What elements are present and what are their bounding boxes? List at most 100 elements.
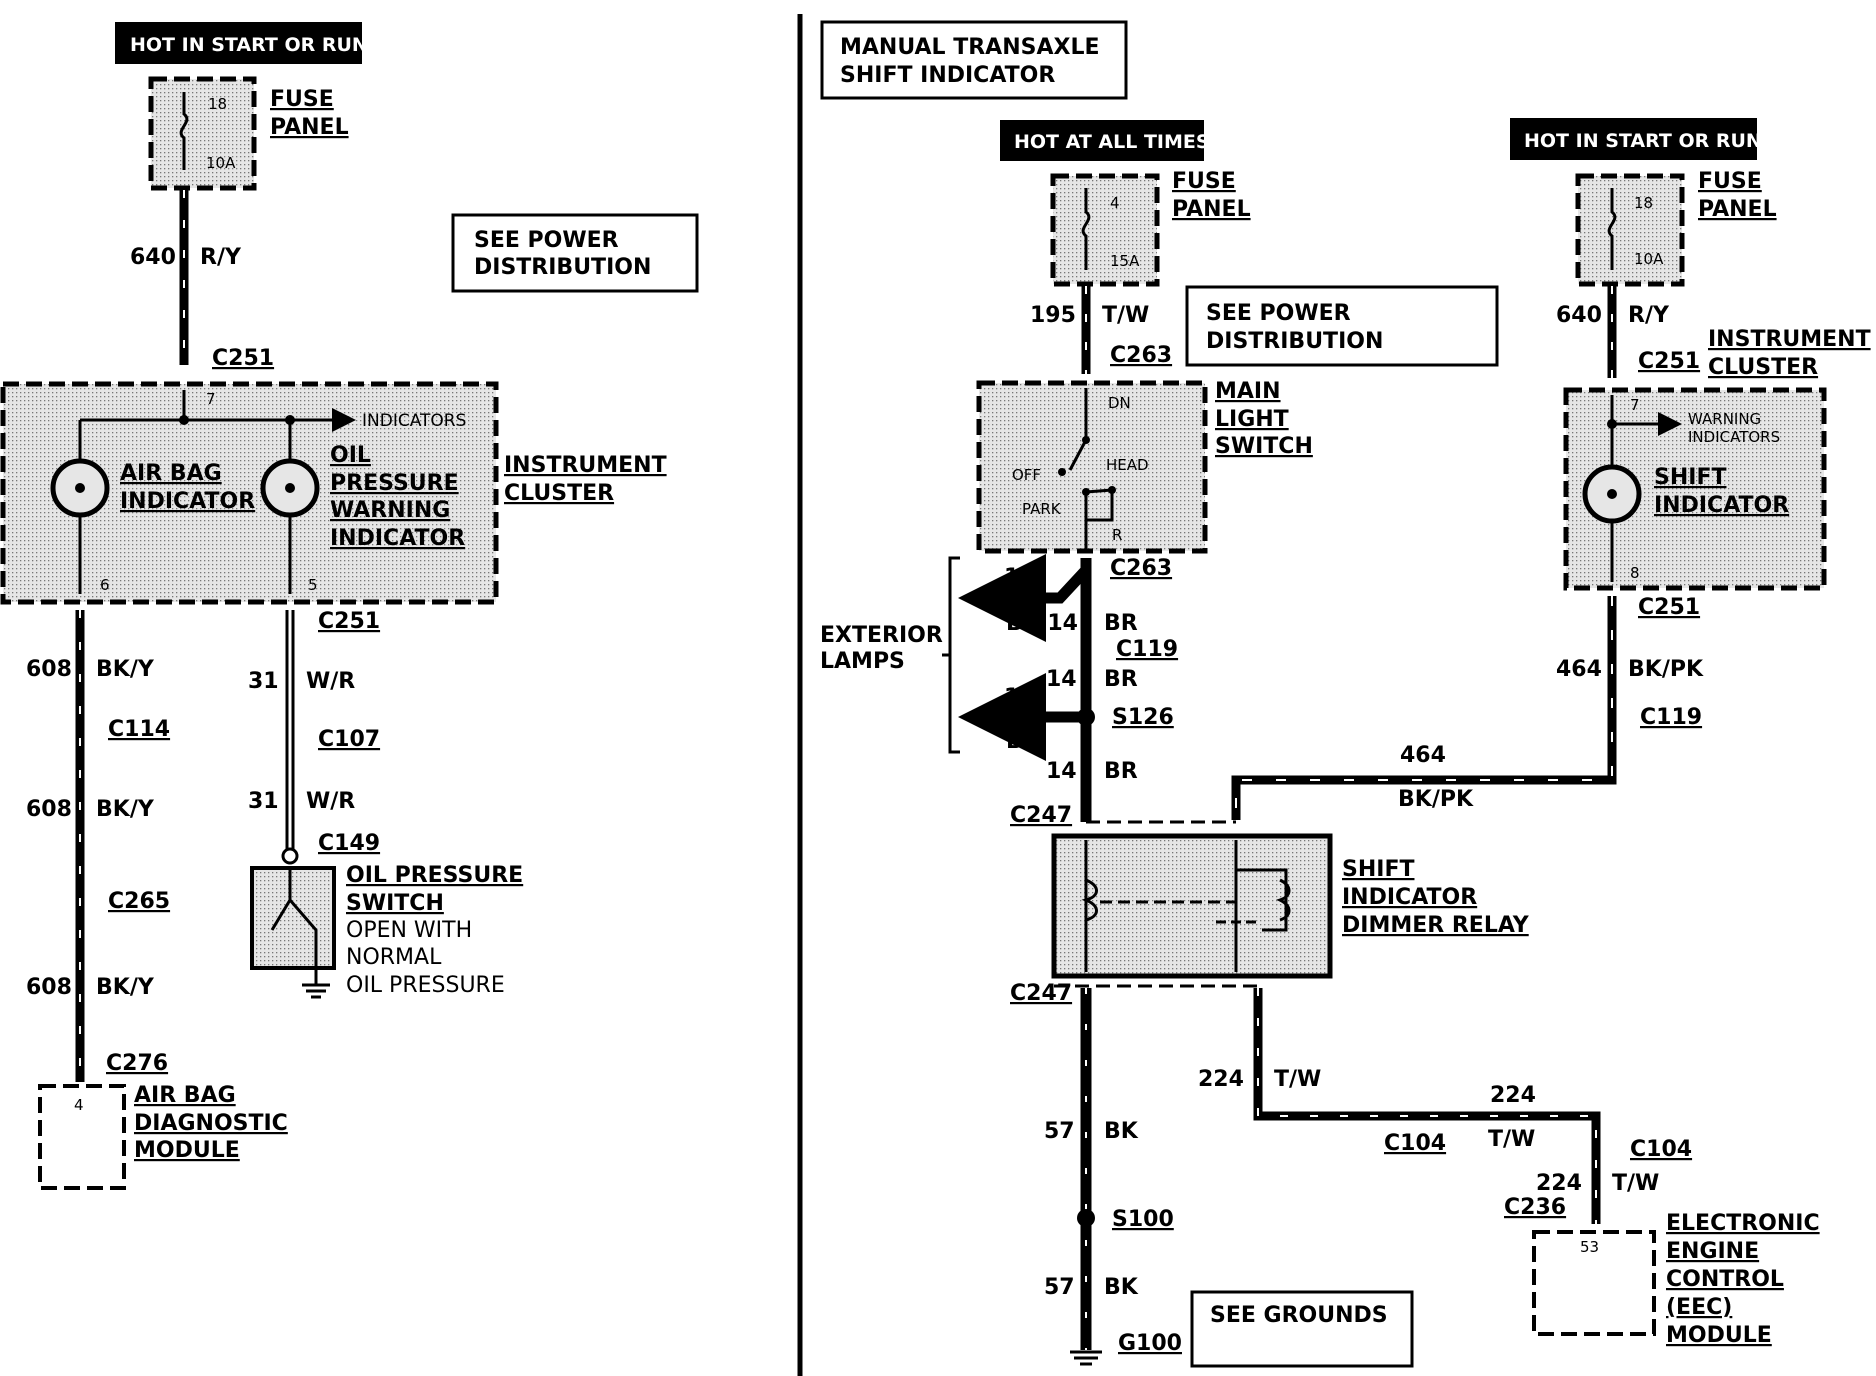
left-indicators: INDICATORS [362, 411, 466, 431]
left-see-power-box [451, 213, 699, 293]
right-warning-2: INDICATORS [1688, 428, 1780, 446]
left-airbag-indicator-2: INDICATOR [120, 489, 255, 514]
right-bk-b: BK [1104, 1275, 1139, 1300]
left-c149: C149 [318, 831, 380, 856]
right-57-a: 57 [1044, 1119, 1075, 1144]
see-grounds-box [1190, 1290, 1414, 1368]
right-c236: C236 [1504, 1195, 1566, 1220]
left-bky-3: BK/Y [96, 975, 155, 1000]
right-hot-start: HOT IN START OR RUN [1524, 130, 1762, 152]
right-fuse18-num: 18 [1634, 194, 1653, 212]
right-main-switch-1: MAIN [1215, 379, 1281, 404]
right-hot-start-box [1510, 118, 1757, 160]
left-fuse-amp: 10A [206, 154, 236, 172]
right-bkpk-b: BK/PK [1398, 787, 1474, 812]
left-fuse-label-1: FUSE [270, 87, 334, 112]
right-title-1: MANUAL TRANSAXLE [840, 35, 1100, 60]
left-cluster-label-2: CLUSTER [504, 481, 614, 506]
right-main-switch-3: SWITCH [1215, 434, 1313, 459]
right-sw-dn: DN [1108, 394, 1131, 412]
right-14-a: 14 [1004, 565, 1035, 590]
right-c104-b: C104 [1630, 1137, 1692, 1162]
right-g100: G100 [1118, 1331, 1182, 1356]
left-fuse-number: 18 [208, 95, 227, 113]
right-ry: R/Y [1628, 303, 1670, 328]
right-224-a: 224 [1198, 1067, 1244, 1092]
right-br-c: BR [1006, 729, 1040, 754]
left-airbag-module-2: DIAGNOSTIC [134, 1111, 288, 1136]
right-hot-all: HOT AT ALL TIMES [1014, 131, 1210, 153]
right-shift-indicator-2: INDICATOR [1654, 493, 1789, 518]
right-195: 195 [1030, 303, 1076, 328]
left-hot-label-box [115, 22, 362, 64]
right-relay-2: INDICATOR [1342, 885, 1477, 910]
right-s100: S100 [1112, 1207, 1174, 1232]
right-c263-bottom: C263 [1110, 556, 1172, 581]
right-eec-5: MODULE [1666, 1323, 1772, 1348]
left-c107: C107 [318, 727, 380, 752]
right-tw-1: T/W [1102, 303, 1149, 328]
right-fuse18-box [1575, 173, 1685, 287]
right-hot-all-box [1000, 120, 1204, 161]
right-sw-park: PARK [1022, 500, 1062, 518]
right-bkpk-a: BK/PK [1628, 657, 1704, 682]
fuse-icon [1607, 188, 1617, 270]
left-oil-indicator-1: OIL [330, 443, 371, 468]
right-640: 640 [1556, 303, 1602, 328]
fuse-icon [1081, 188, 1091, 270]
left-31-2: 31 [248, 789, 279, 814]
right-fuse4-box [1050, 173, 1160, 287]
left-oil-switch-4: NORMAL [346, 945, 442, 970]
right-tw-3: T/W [1488, 1127, 1535, 1152]
right-eec-2: ENGINE [1666, 1239, 1759, 1264]
eec-module-box [1532, 1230, 1656, 1336]
right-title-2: SHIFT INDICATOR [840, 63, 1055, 88]
right-cluster-label-2: CLUSTER [1708, 355, 1818, 380]
right-fuse18-label-1: FUSE [1698, 169, 1762, 194]
right-464-b: 464 [1400, 743, 1446, 768]
right-eec-1: ELECTRONIC [1666, 1211, 1820, 1236]
right-fuse4-label-1: FUSE [1172, 169, 1236, 194]
left-oil-switch-1: OIL PRESSURE [346, 863, 523, 888]
right-c263-top: C263 [1110, 343, 1172, 368]
left-hot-label: HOT IN START OR RUN [130, 34, 368, 56]
left-oil-switch-3: OPEN WITH [346, 918, 472, 943]
left-pin-5: 5 [308, 576, 318, 594]
left-oil-switch-2: SWITCH [346, 891, 444, 916]
right-14-b: 14 [1046, 667, 1077, 692]
left-wr-2: W/R [306, 789, 355, 814]
splice-s126-icon [1077, 708, 1095, 726]
left-circuit: HOT IN START OR RUN 18 10A FUSE PANEL 64… [0, 22, 699, 1190]
right-eec-3: CONTROL [1666, 1267, 1784, 1292]
splice-dot [179, 415, 189, 425]
right-tw-2: T/W [1274, 1067, 1321, 1092]
right-warning-1: WARNING [1688, 410, 1761, 428]
right-c251-top: C251 [1638, 349, 1700, 374]
right-sw-r: R [1112, 526, 1122, 544]
left-wire-640: 640 [130, 245, 176, 270]
right-57-b: 57 [1044, 1275, 1075, 1300]
right-see-power-1: SEE POWER [1206, 301, 1351, 326]
left-oil-indicator-4: INDICATOR [330, 526, 465, 551]
left-module-pin: 4 [74, 1096, 84, 1114]
right-14-c: 14 [1004, 685, 1035, 710]
left-fuse-label-2: PANEL [270, 115, 349, 140]
left-airbag-module-3: MODULE [134, 1138, 240, 1163]
right-fuse18-amp: 10A [1634, 250, 1664, 268]
left-c265: C265 [108, 889, 170, 914]
left-see-power-2: DISTRIBUTION [474, 255, 651, 280]
lamp-filament-icon [75, 483, 85, 493]
left-airbag-indicator-1: AIR BAG [120, 461, 222, 486]
left-c276: C276 [106, 1051, 168, 1076]
right-title-box [820, 20, 1128, 100]
right-c104-a: C104 [1384, 1131, 1446, 1156]
right-fuse4-amp: 15A [1110, 252, 1140, 270]
left-cluster-label-1: INSTRUMENT [504, 453, 667, 478]
right-br-d: BR [1104, 759, 1138, 784]
right-relay-1: SHIFT [1342, 857, 1414, 882]
air-bag-module-box [38, 1084, 126, 1190]
right-bk-a: BK [1104, 1119, 1139, 1144]
right-cluster-label-1: INSTRUMENT [1708, 327, 1871, 352]
right-br-a: BR [1104, 611, 1138, 636]
